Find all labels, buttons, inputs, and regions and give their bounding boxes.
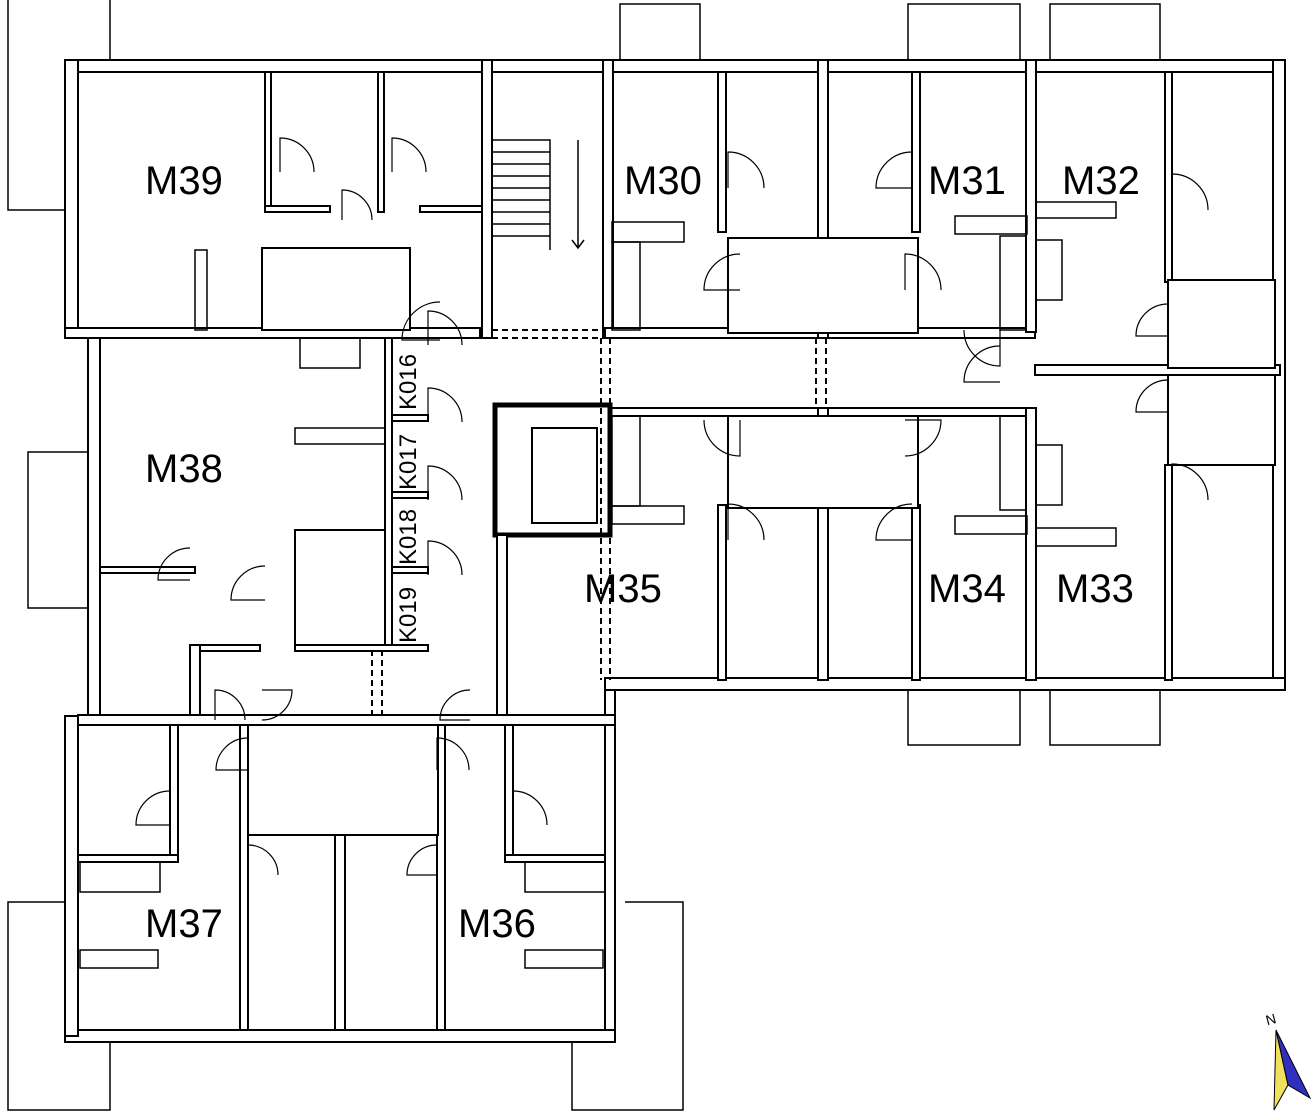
door-swing: [1171, 173, 1209, 211]
door-swing: [214, 689, 246, 721]
door-swing: [427, 387, 463, 423]
room-label-m35: M35: [584, 567, 662, 611]
door-swing: [1171, 463, 1209, 501]
door-swing: [904, 419, 942, 457]
door-swing: [215, 737, 249, 771]
door-swing: [703, 253, 741, 291]
door-swing: [875, 503, 913, 541]
storage-label-k019: K019: [395, 587, 422, 643]
door-swing: [436, 737, 470, 771]
door-swing: [427, 310, 463, 346]
doors: [135, 137, 1209, 876]
door-swing: [1135, 303, 1169, 337]
door-swing: [727, 503, 765, 541]
door-swing: [391, 137, 427, 173]
door-swing: [904, 253, 942, 291]
balconies: [7, 0, 1161, 1111]
interior-walls: [64, 59, 1281, 1031]
door-swing: [703, 419, 741, 457]
room-label-m30: M30: [624, 159, 702, 203]
door-swing: [261, 689, 293, 721]
door-swing: [512, 790, 548, 826]
room-label-m36: M36: [458, 902, 536, 946]
door-swing: [439, 689, 471, 721]
kitchens: [79, 201, 1117, 969]
room-label-m34: M34: [928, 567, 1006, 611]
storage-label-k017: K017: [395, 434, 422, 490]
room-label-m39: M39: [145, 159, 223, 203]
door-swing: [427, 540, 463, 576]
door-swing: [727, 151, 765, 189]
storage-label-k016: K016: [395, 354, 422, 410]
corridor-lines: [371, 329, 827, 716]
door-swing: [279, 137, 315, 173]
door-swing: [247, 844, 279, 876]
door-swing: [341, 189, 373, 221]
room-label-m32: M32: [1062, 159, 1140, 203]
door-swing: [963, 345, 1001, 383]
room-label-m37: M37: [145, 902, 223, 946]
door-swing: [875, 151, 913, 189]
door-swing: [157, 547, 191, 581]
exterior-walls: [64, 59, 1286, 1043]
door-swing: [963, 329, 1001, 367]
door-swing: [406, 844, 438, 876]
door-swing: [230, 565, 266, 601]
storage-label-k018: K018: [395, 509, 422, 565]
door-swing: [135, 790, 171, 826]
door-swing: [1135, 379, 1169, 413]
room-label-m31: M31: [928, 159, 1006, 203]
north-arrow: N: [1264, 1010, 1312, 1111]
room-label-m33: M33: [1056, 567, 1134, 611]
staircase: [492, 139, 585, 250]
room-label-m38: M38: [145, 447, 223, 491]
room-labels: M39 M30 M31 M32 M38 M35 M34 M33 M37 M36 …: [145, 159, 1140, 946]
north-label: N: [1264, 1010, 1278, 1028]
door-swing: [427, 465, 463, 501]
door-swing: [401, 301, 441, 341]
